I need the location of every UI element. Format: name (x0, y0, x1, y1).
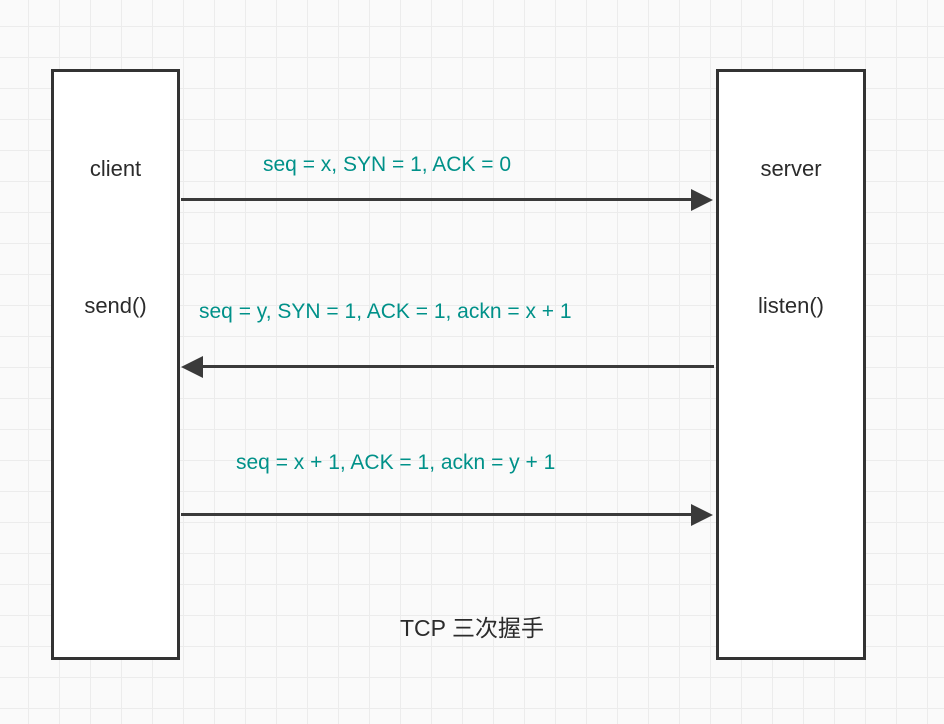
diagram-caption: TCP 三次握手 (400, 615, 544, 641)
server-top-label: server (760, 156, 822, 181)
message-1-arrow-line (181, 198, 693, 201)
client-top-label: client (89, 156, 142, 181)
client-actor-box: client send() (51, 69, 180, 660)
message-3-arrowhead-right-icon (691, 504, 713, 526)
message-3-label: seq = x + 1, ACK = 1, ackn = y + 1 (236, 451, 556, 474)
server-bottom-label: listen() (757, 293, 824, 318)
server-actor-box: server listen() (716, 69, 866, 660)
message-3-arrow-line (181, 513, 693, 516)
message-2-label: seq = y, SYN = 1, ACK = 1, ackn = x + 1 (199, 300, 572, 323)
message-2-arrow-line (202, 365, 714, 368)
message-2-arrowhead-left-icon (181, 356, 203, 378)
message-1-label: seq = x, SYN = 1, ACK = 0 (263, 153, 512, 176)
message-1-arrowhead-right-icon (691, 189, 713, 211)
client-bottom-label: send() (84, 293, 147, 318)
